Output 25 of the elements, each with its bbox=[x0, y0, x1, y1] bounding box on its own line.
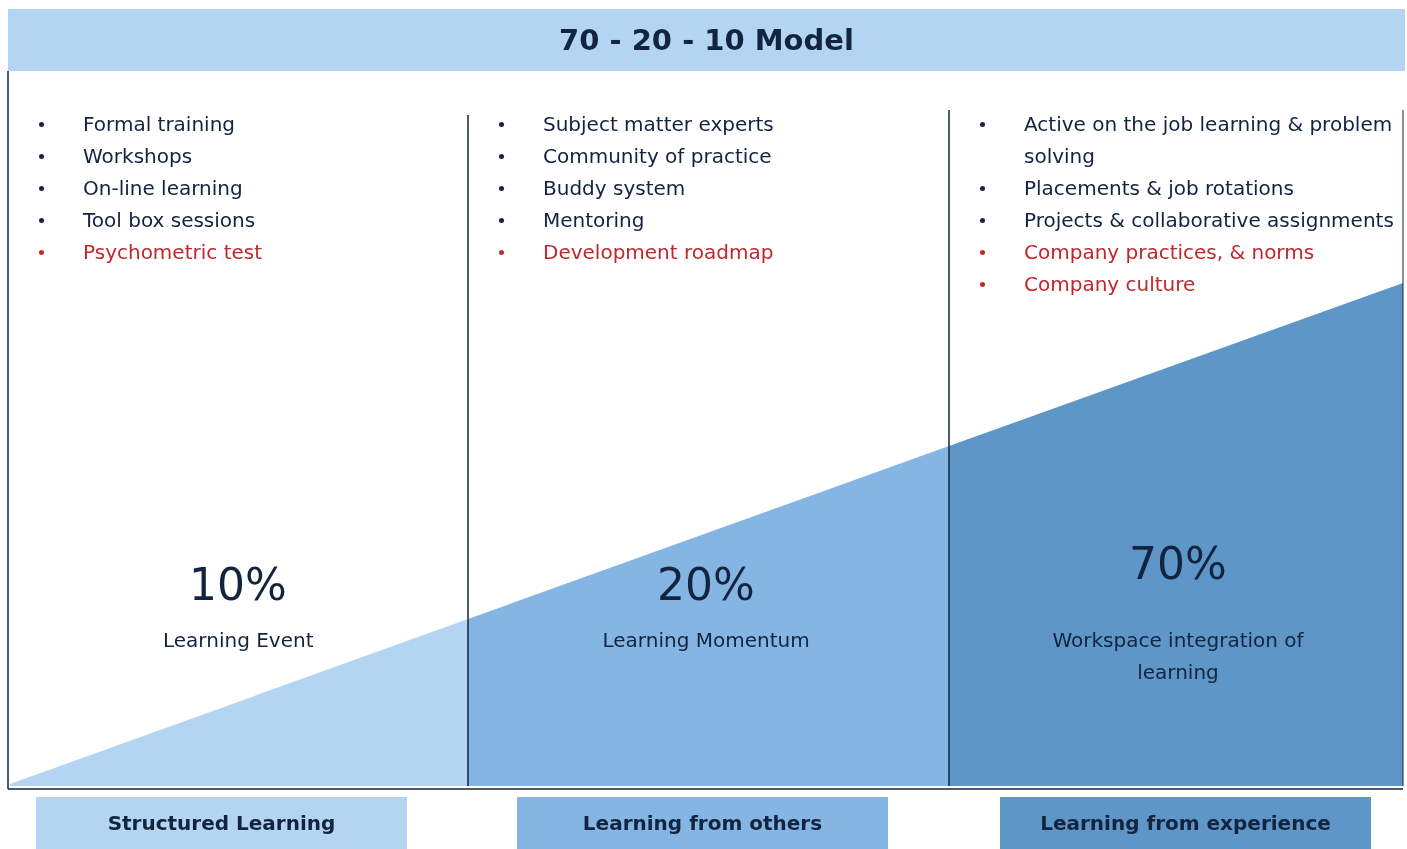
list-item: On-line learning bbox=[83, 175, 243, 202]
percentage-value: 20% bbox=[657, 559, 755, 610]
category-box: Learning from experience bbox=[1000, 797, 1371, 849]
list-item: Tool box sessions bbox=[83, 207, 256, 234]
list-item: Company practices, & norms bbox=[1024, 239, 1315, 266]
list-item: Development roadmap bbox=[543, 239, 774, 266]
title-banner: 70 - 20 - 10 Model bbox=[8, 9, 1405, 71]
list-item: Buddy system bbox=[543, 175, 686, 202]
category-box: Learning from others bbox=[517, 797, 888, 849]
list-item: Workshops bbox=[83, 143, 193, 170]
list-item: Placements & job rotations bbox=[1024, 175, 1294, 202]
list-item: Psychometric test bbox=[83, 239, 263, 266]
list-item: Formal training bbox=[83, 111, 236, 138]
category-box: Structured Learning bbox=[36, 797, 407, 849]
list-item: Community of practice bbox=[543, 143, 772, 170]
list-item: Subject matter experts bbox=[543, 111, 774, 138]
percentage-value: 10% bbox=[189, 559, 287, 610]
list-item: Company culture bbox=[1024, 271, 1196, 298]
column-label: Learning Momentum bbox=[602, 627, 810, 654]
list-item: Projects & collaborative assignments bbox=[1024, 207, 1394, 234]
column-label: Workspace integration of learning bbox=[1051, 627, 1305, 686]
percentage-value: 70% bbox=[1129, 538, 1227, 589]
list-item: Mentoring bbox=[543, 207, 645, 234]
column-label: Learning Event bbox=[163, 627, 314, 654]
list-item: Active on the job learning & problem solving bbox=[1024, 111, 1394, 170]
